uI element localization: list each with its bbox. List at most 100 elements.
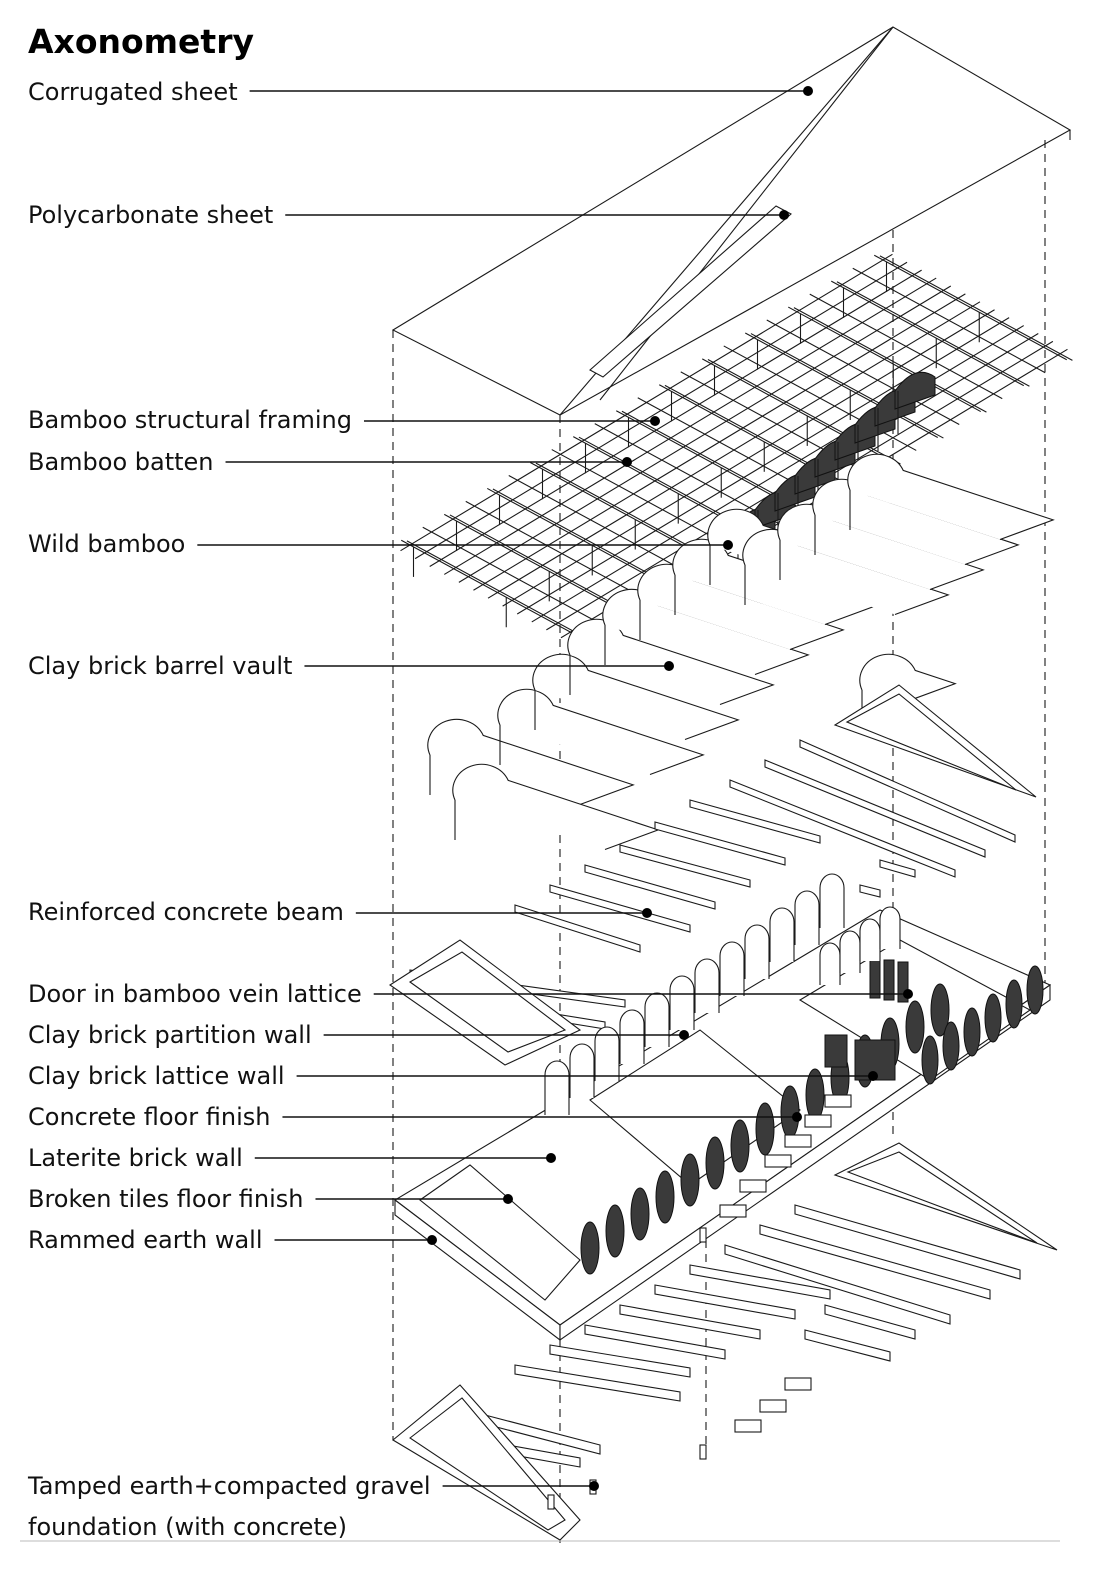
- leader-dot-clay-brick-partition-wall: [679, 1030, 689, 1040]
- concrete-beam: [859, 884, 881, 898]
- bamboo-lattice-door: [883, 959, 895, 1001]
- bamboo-batten-line: [873, 254, 1068, 361]
- lattice-oval: [805, 1068, 825, 1122]
- wall-arch: [594, 1026, 620, 1081]
- foundation-post: [699, 1227, 707, 1243]
- label-clay-brick-barrel-vault: Clay brick barrel vault: [28, 652, 292, 680]
- concrete-beam: [654, 821, 786, 866]
- wall-arches: [544, 873, 901, 1115]
- bamboo-frame-line: [750, 333, 944, 439]
- label-wild-bamboo: Wild bamboo: [28, 530, 185, 558]
- floor-block: [739, 1179, 767, 1193]
- leader-dot-reinforced-concrete-beam: [642, 908, 652, 918]
- wild-bamboo-arches: [734, 371, 936, 570]
- callout-bamboo-structural-framing: Bamboo structural framing: [28, 406, 660, 434]
- floor-slab: [654, 1284, 796, 1320]
- leader-dot-concrete-floor-finish: [792, 1112, 802, 1122]
- bamboo-lattice-door: [897, 961, 909, 1003]
- bamboo-batten-line: [809, 293, 1003, 400]
- lattice-oval: [1005, 979, 1023, 1029]
- lattice-oval: [580, 1221, 600, 1275]
- barrel-vault: [672, 538, 880, 626]
- concrete-beam: [764, 759, 986, 858]
- barrel-vault: [427, 718, 635, 806]
- wall-arch: [669, 975, 695, 1030]
- floor-block: [734, 1419, 762, 1433]
- leader-dot-rammed-earth-wall: [427, 1235, 437, 1245]
- label-bamboo-batten: Bamboo batten: [28, 448, 214, 476]
- bamboo-batten-line: [443, 513, 638, 620]
- bamboo-batten-line: [852, 267, 1046, 374]
- leader-dot-bamboo-batten: [622, 457, 632, 467]
- leader-dot-wild-bamboo: [723, 540, 733, 550]
- callout-bamboo-batten: Bamboo batten: [28, 448, 632, 476]
- wall-arch: [544, 1060, 570, 1115]
- bamboo-frame-line: [879, 255, 1073, 361]
- label-foundation-line-1: Tamped earth+compacted gravel: [27, 1472, 431, 1500]
- bamboo-batten-line: [422, 526, 616, 633]
- lattice-oval: [605, 1204, 625, 1258]
- wall-arch: [794, 890, 820, 945]
- floor-slab: [549, 1344, 691, 1378]
- bamboo-frame-line: [406, 540, 600, 646]
- concrete-beam: [584, 864, 716, 910]
- foundation-post: [699, 1444, 707, 1460]
- callout-clay-brick-barrel-vault: Clay brick barrel vault: [28, 652, 674, 680]
- leader-dot-polycarbonate-sheet: [779, 210, 789, 220]
- wall-arch: [819, 873, 845, 928]
- label-foundation-line-2: foundation (with concrete): [28, 1513, 347, 1541]
- wall-arch: [694, 958, 720, 1013]
- beam-frame: [389, 939, 582, 1066]
- floor-slab: [794, 1204, 1021, 1280]
- concrete-beam: [799, 739, 1016, 843]
- leader-dot-foundation: [589, 1481, 599, 1491]
- bamboo-batten-line: [400, 539, 595, 646]
- wall-arch: [619, 1009, 645, 1064]
- floor-block: [784, 1134, 812, 1148]
- foundation-frame: [392, 1384, 581, 1541]
- callout-concrete-floor-finish: Concrete floor finish: [28, 1103, 802, 1131]
- lattice-oval: [905, 1000, 925, 1054]
- lattice-oval: [680, 1153, 700, 1207]
- floor-slab: [724, 1244, 951, 1325]
- lattice-oval: [942, 1021, 960, 1071]
- bamboo-batten-line: [744, 332, 939, 438]
- foundation-post: [547, 1494, 555, 1510]
- callout-polycarbonate-sheet: Polycarbonate sheet: [28, 201, 789, 229]
- callout-wild-bamboo: Wild bamboo: [28, 530, 733, 558]
- leader-dot-corrugated-sheet: [803, 86, 813, 96]
- concrete-beam: [879, 859, 916, 878]
- label-bamboo-structural-framing: Bamboo structural framing: [28, 406, 352, 434]
- floor-block: [759, 1399, 787, 1413]
- bamboo-frame-line: [793, 307, 987, 413]
- lattice-oval: [1026, 965, 1044, 1015]
- bamboo-batten-line: [465, 500, 659, 607]
- wall-arch: [879, 906, 901, 949]
- floor-block: [784, 1377, 812, 1391]
- wall-arch: [859, 918, 881, 961]
- barrel-vault: [452, 763, 660, 851]
- wall-arch: [819, 942, 841, 985]
- floor-slab: [584, 1324, 726, 1360]
- lattice-oval: [921, 1035, 939, 1085]
- triangle-frames: [833, 684, 1058, 1251]
- leader-dot-laterite-brick-wall: [546, 1153, 556, 1163]
- barrel-vault: [859, 653, 957, 704]
- label-door-in-bamboo-vein-lattice: Door in bamboo vein lattice: [28, 980, 362, 1008]
- label-corrugated-sheet: Corrugated sheet: [28, 78, 238, 106]
- lattice-oval: [630, 1187, 650, 1241]
- lattice-oval: [930, 983, 950, 1037]
- label-concrete-floor-finish: Concrete floor finish: [28, 1103, 270, 1131]
- callout-clay-brick-lattice-wall: Clay brick lattice wall: [28, 1062, 878, 1090]
- lattice-oval: [780, 1085, 800, 1139]
- floor-block: [719, 1204, 747, 1218]
- callout-rammed-earth-wall: Rammed earth wall: [28, 1226, 437, 1254]
- wall-arch: [769, 907, 795, 962]
- callout-clay-brick-partition-wall: Clay brick partition wall: [28, 1021, 689, 1049]
- callout-broken-tiles-floor-finish: Broken tiles floor finish: [28, 1185, 513, 1213]
- wall-arch: [569, 1043, 595, 1098]
- leader-dot-clay-brick-barrel-vault: [664, 661, 674, 671]
- concrete-beam: [619, 844, 751, 888]
- exploded-drawing: [389, 26, 1073, 1545]
